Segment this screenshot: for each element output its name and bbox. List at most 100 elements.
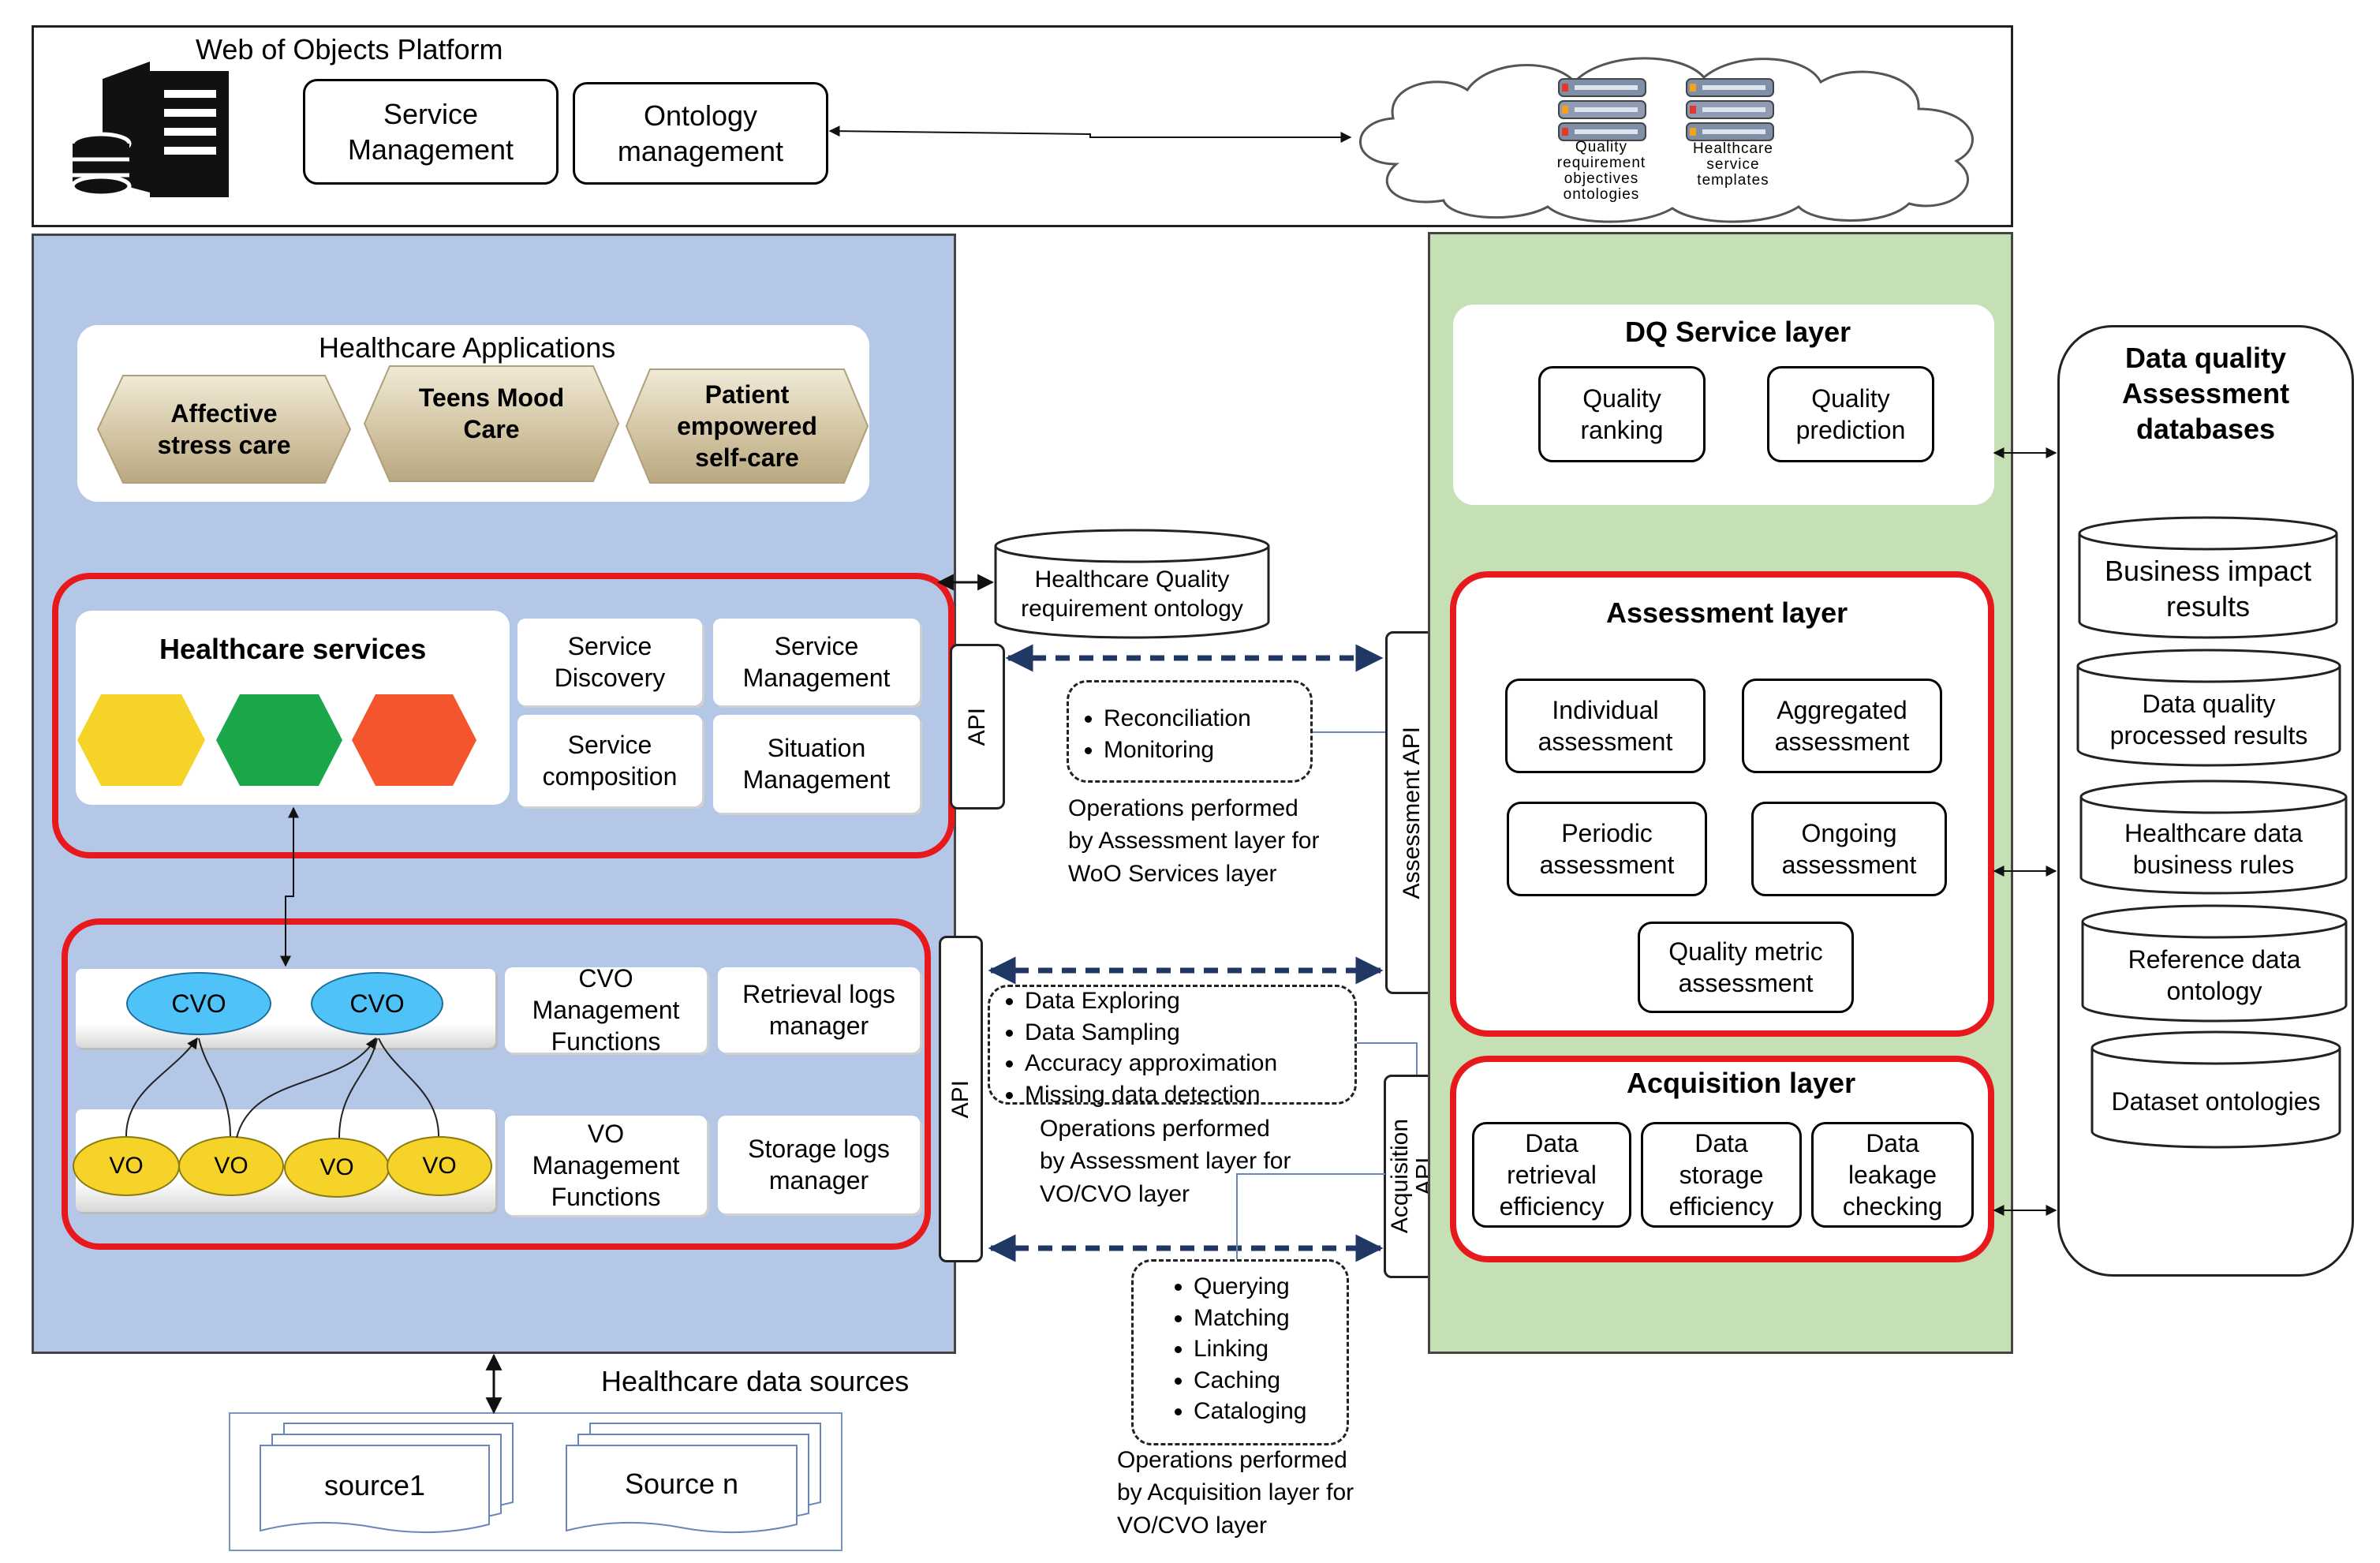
app-patient-label: Patient empowered self-care xyxy=(677,380,817,472)
reference-ontology-label: Reference data ontology xyxy=(2128,945,2301,1005)
source-n-label: Source n xyxy=(624,1467,739,1500)
ops2-item: Missing data detection xyxy=(1025,1079,1354,1111)
api-box-services[interactable]: API xyxy=(950,644,1005,810)
quality-ranking-label: Quality ranking xyxy=(1580,384,1664,444)
aggregated-assessment-box[interactable]: Aggregated assessment xyxy=(1742,679,1942,773)
assessment-layer-title: Assessment layer xyxy=(1606,596,1848,629)
ongoing-assessment-label: Ongoing assessment xyxy=(1781,819,1917,879)
service-management-box[interactable]: Service Management xyxy=(303,79,559,185)
service-composition-cell[interactable]: Service composition xyxy=(517,715,702,806)
healthcare-quality-ontology-cylinder[interactable]: Healthcare Quality requirement ontology xyxy=(994,529,1270,639)
business-impact-results-db[interactable]: Business impact results xyxy=(2078,516,2338,639)
individual-assessment-box[interactable]: Individual assessment xyxy=(1505,679,1706,773)
ontology-cylinder-label: Healthcare Quality requirement ontology xyxy=(1021,566,1243,623)
api-box-vo[interactable]: API xyxy=(939,936,983,1262)
quality-ranking-box[interactable]: Quality ranking xyxy=(1538,366,1706,462)
service-discovery-cell[interactable]: Service Discovery xyxy=(517,619,702,705)
vo-node-4[interactable]: VO xyxy=(387,1136,492,1196)
app-affective-label: Affective stress care xyxy=(157,399,291,459)
vo-cvo-layer xyxy=(62,918,931,1250)
service-composition-label: Service composition xyxy=(542,731,678,791)
cvo-node-2-label: CVO xyxy=(349,989,405,1018)
service-management-cell[interactable]: Service Management xyxy=(713,619,920,705)
vo-management-functions-cell[interactable]: VO Management Functions xyxy=(505,1116,707,1215)
cvo-node-2[interactable]: CVO xyxy=(311,972,443,1035)
cloud-db1-label: Quality requirement objectives ontologie… xyxy=(1556,139,1646,203)
dataset-ontologies-label: Dataset ontologies xyxy=(2111,1087,2321,1116)
vo-node-1-label: VO xyxy=(109,1153,144,1180)
periodic-assessment-box[interactable]: Periodic assessment xyxy=(1507,802,1707,896)
dq-processed-label: Data quality processed results xyxy=(2109,690,2308,750)
databases-title: Data quality Assessment databases xyxy=(2121,341,2290,445)
server-icon xyxy=(70,62,229,200)
app-affective-stress-care[interactable]: Affective stress care xyxy=(96,375,352,484)
vo-node-2-label: VO xyxy=(214,1153,248,1180)
ops3-list-box: Querying Matching Linking Caching Catalo… xyxy=(1131,1259,1349,1445)
quality-prediction-box[interactable]: Quality prediction xyxy=(1767,366,1934,462)
quality-metric-label: Quality metric assessment xyxy=(1668,937,1823,997)
source-n-document-stack[interactable]: Source n xyxy=(566,1423,821,1542)
retrieval-logs-label: Retrieval logs manager xyxy=(742,980,895,1040)
business-rules-label: Healthcare data business rules xyxy=(2124,819,2303,879)
source1-document-stack[interactable]: source1 xyxy=(260,1423,514,1542)
vo-management-label: VO Management Functions xyxy=(532,1120,680,1211)
healthcare-business-rules-db[interactable]: Healthcare data business rules xyxy=(2079,780,2348,895)
service-red-hexagon-icon xyxy=(352,694,476,786)
templates-db-stack-icon xyxy=(1686,78,1774,142)
dataset-ontologies-db[interactable]: Dataset ontologies xyxy=(2090,1030,2341,1149)
ops2-list-box: Data Exploring Data Sampling Accuracy ap… xyxy=(988,985,1357,1108)
ongoing-assessment-box[interactable]: Ongoing assessment xyxy=(1751,802,1947,896)
situation-management-cell[interactable]: Situation Management xyxy=(713,715,920,813)
healthcare-services-title: Healthcare services xyxy=(159,633,427,665)
app-patient-empowered-self-care[interactable]: Patient empowered self-care xyxy=(625,368,869,484)
data-storage-label: Data storage efficiency xyxy=(1668,1129,1774,1221)
vo-node-2[interactable]: VO xyxy=(178,1136,284,1196)
reference-data-ontology-db[interactable]: Reference data ontology xyxy=(2081,904,2348,1023)
storage-logs-manager-cell[interactable]: Storage logs manager xyxy=(718,1116,920,1213)
situation-management-label: Situation Management xyxy=(742,734,891,794)
service-management-cell-label: Service Management xyxy=(742,632,891,692)
quality-prediction-label: Quality prediction xyxy=(1795,384,1906,444)
dq-processed-results-db[interactable]: Data quality processed results xyxy=(2076,649,2341,767)
cvo-management-functions-cell[interactable]: CVO Management Functions xyxy=(505,964,707,1056)
platform-title: Web of Objects Platform xyxy=(196,33,503,65)
data-leakage-label: Data leakage checking xyxy=(1842,1129,1943,1221)
periodic-assessment-label: Periodic assessment xyxy=(1539,819,1675,879)
ops2-item: Accuracy approximation xyxy=(1025,1048,1354,1079)
aggregated-assessment-label: Aggregated assessment xyxy=(1774,696,1910,756)
service-discovery-label: Service Discovery xyxy=(554,632,666,692)
api-vo-label: API xyxy=(947,1079,973,1119)
storage-logs-label: Storage logs manager xyxy=(748,1135,890,1195)
data-sources-container xyxy=(229,1412,843,1551)
data-retrieval-label: Data retrieval efficiency xyxy=(1499,1129,1605,1221)
ops2-item: Data Sampling xyxy=(1025,1017,1354,1049)
ops3-item: Cataloging xyxy=(1194,1396,1347,1427)
cvo-management-label: CVO Management Functions xyxy=(532,964,680,1056)
individual-assessment-label: Individual assessment xyxy=(1537,696,1673,756)
ops2-caption: Operations performed by Assessment layer… xyxy=(1040,1116,1291,1207)
cvo-node-1-label: CVO xyxy=(171,989,226,1018)
service-yellow-hexagon-icon xyxy=(77,694,205,786)
vo-node-3[interactable]: VO xyxy=(284,1138,390,1198)
vo-node-4-label: VO xyxy=(422,1153,457,1180)
cvo-node-1[interactable]: CVO xyxy=(126,972,271,1035)
quality-metric-assessment-box[interactable]: Quality metric assessment xyxy=(1638,922,1854,1013)
cloud-db2-label: Healthcare service templates xyxy=(1693,140,1773,189)
ops2-item: Data Exploring xyxy=(1025,985,1354,1017)
service-management-label: Service Management xyxy=(347,98,514,166)
data-retrieval-efficiency-box[interactable]: Data retrieval efficiency xyxy=(1472,1122,1631,1228)
ontology-management-box[interactable]: Ontology management xyxy=(573,82,828,185)
vo-node-1[interactable]: VO xyxy=(73,1136,180,1196)
ops1-list-box: Reconciliation Monitoring xyxy=(1067,680,1313,783)
retrieval-logs-manager-cell[interactable]: Retrieval logs manager xyxy=(718,967,920,1053)
assessment-api-label: Assessment API xyxy=(1399,726,1425,899)
ops1-item: Reconciliation xyxy=(1104,703,1310,735)
ops3-caption: Operations performed by Acquisition laye… xyxy=(1117,1447,1354,1539)
app-teens-label: Teens Mood Care xyxy=(418,383,565,443)
data-leakage-checking-box[interactable]: Data leakage checking xyxy=(1811,1122,1974,1228)
dq-service-layer-title: DQ Service layer xyxy=(1625,316,1851,348)
api-services-label: API xyxy=(964,707,990,746)
ops3-item: Querying xyxy=(1194,1271,1347,1303)
app-teens-mood-care[interactable]: Teens Mood Care xyxy=(363,365,620,482)
data-storage-efficiency-box[interactable]: Data storage efficiency xyxy=(1641,1122,1802,1228)
